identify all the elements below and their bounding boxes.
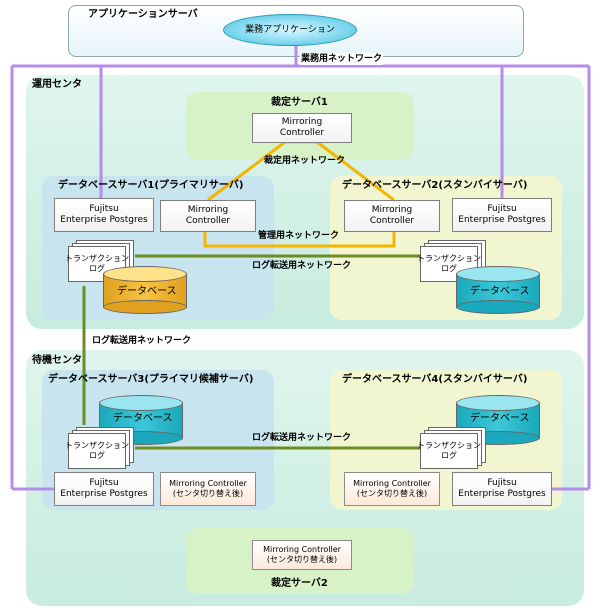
db-server4-log-stack: トランザクション ログ [417, 427, 486, 471]
db-server3-log-stack: トランザクション ログ [65, 427, 134, 471]
business-network-lines [10, 44, 591, 491]
db-server1-log-stack: トランザクション ログ [65, 240, 134, 284]
arbitration-server2-mc: Mirroring Controller (センタ切り替え後) [252, 540, 352, 570]
ops-log-network-label: ログ転送用ネットワーク [252, 261, 352, 271]
log-transfer-network-lines [82, 254, 425, 450]
business-app-label: 業務アプリケーション [245, 24, 335, 35]
management-network-label: 管理用ネットワーク [258, 231, 340, 241]
db-server1-database-cylinder: データベース [103, 266, 187, 314]
application-server-label: アプリケーションサーバ [88, 9, 198, 20]
inter-center-log-network-label: ログ転送用ネットワーク [92, 336, 192, 346]
db-server2-log-stack: トランザクション ログ [417, 240, 486, 284]
db-server2-database-cylinder: データベース [456, 266, 540, 314]
arbitration-server1-label: 裁定サーバ1 [271, 97, 328, 108]
db-server4-label: データベースサーバ4(スタンバイサーバ) [342, 374, 528, 385]
db-server4-mc: Mirroring Controller (センタ切り替え後) [344, 472, 440, 506]
db-server3-mc: Mirroring Controller (センタ切り替え後) [160, 472, 256, 506]
db-server2-mc: Mirroring Controller [344, 200, 440, 232]
business-app-ellipse: 業務アプリケーション [223, 14, 357, 46]
standby-log-network-label: ログ転送用ネットワーク [252, 433, 352, 443]
db-server2-fep: Fujitsu Enterprise Postgres [452, 198, 552, 232]
db-server3-fep: Fujitsu Enterprise Postgres [54, 472, 154, 506]
arbitration-network-label: 裁定用ネットワーク [264, 156, 346, 166]
business-network-label: 業務用ネットワーク [300, 53, 384, 65]
db-server4-database-cylinder: データベース [456, 395, 540, 445]
db-server3-label: データベースサーバ3(プライマリ候補サーバ) [48, 374, 254, 385]
arbitration-server2-label: 裁定サーバ2 [271, 578, 328, 589]
operations-center-label: 運用センタ [32, 79, 82, 90]
db-server1-label: データベースサーバ1(プライマリサーバ) [58, 180, 244, 191]
db-server1-mc: Mirroring Controller [160, 200, 256, 232]
arbitration-server1-mc: Mirroring Controller [252, 113, 352, 143]
standby-center-label: 待機センタ [32, 355, 82, 366]
db-server2-label: データベースサーバ2(スタンバイサーバ) [342, 180, 528, 191]
db-server4-fep: Fujitsu Enterprise Postgres [452, 472, 552, 506]
db-server1-fep: Fujitsu Enterprise Postgres [54, 198, 154, 232]
